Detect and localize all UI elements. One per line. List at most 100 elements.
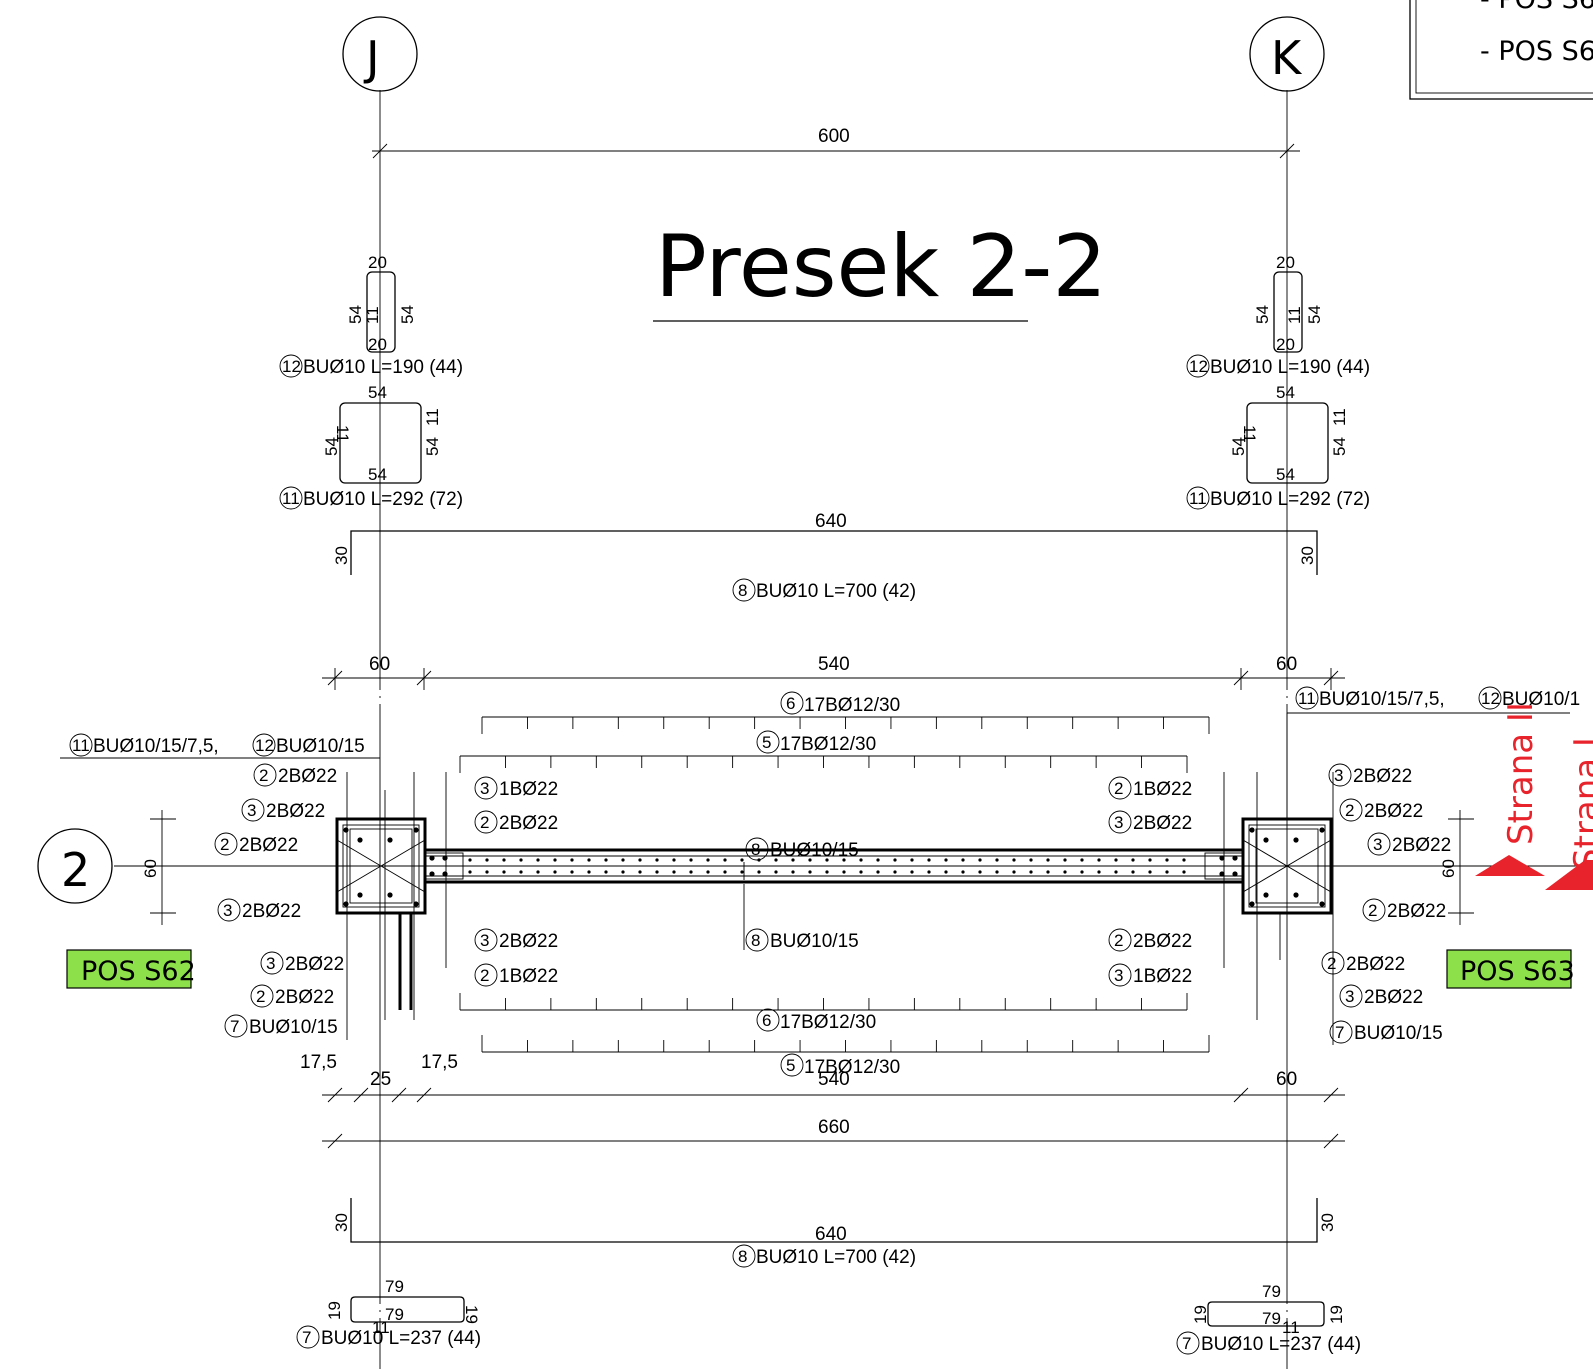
rebar-dot [672,858,676,862]
svg-text:54: 54 [346,305,365,324]
svg-text:5: 5 [786,1056,795,1075]
ladder-top-5: 5 17BØ12/30 [459,730,1188,773]
rebar-dot [343,901,349,907]
rebar-dot [825,858,829,862]
rebar-dot [1249,827,1255,833]
rebar-dot [740,858,744,862]
rebar-dot [1165,870,1169,874]
svg-text:Strana II: Strana II [1501,702,1541,845]
rebar-dot [357,892,363,898]
svg-text:17,5: 17,5 [300,1052,337,1073]
svg-text:3: 3 [1334,766,1343,785]
svg-text:20: 20 [1276,253,1295,272]
rebar-dot [1063,858,1067,862]
svg-text:79: 79 [385,1277,404,1296]
rebar-dot [774,858,778,862]
svg-text:3: 3 [247,801,256,820]
svg-text:BUØ10 L=237 (44): BUØ10 L=237 (44) [321,1328,481,1349]
rebar-dot [429,871,435,877]
rebar-dot [1319,827,1325,833]
svg-text:11: 11 [1330,408,1349,426]
rebar-dot [876,858,880,862]
rebar-dot [442,855,448,861]
rebar-dot [1046,870,1050,874]
rebar-dot [413,827,419,833]
rebar-dot [502,870,506,874]
rebar-dot [387,892,393,898]
svg-text:6: 6 [762,1011,771,1030]
svg-text:2BØ22: 2BØ22 [242,901,301,922]
rebar-dot [485,858,489,862]
rebar-dot [927,870,931,874]
svg-text:2BØ22: 2BØ22 [1364,801,1423,822]
svg-text:2: 2 [259,766,268,785]
pos-badge-right: POS S63 [1446,949,1575,989]
svg-text:79: 79 [1262,1282,1281,1301]
rebar-dot [1131,858,1135,862]
svg-text:60: 60 [1276,1069,1297,1090]
bar-label-12-left: 12 BUØ10 L=190 (44) [279,354,463,378]
svg-text:7: 7 [302,1328,311,1347]
svg-text:3: 3 [266,954,275,973]
rebar-dot [978,870,982,874]
svg-text:BUØ10 L=700 (42): BUØ10 L=700 (42) [756,1247,916,1268]
rebar-dot [706,870,710,874]
dimension-total: 660 [322,1117,1345,1149]
svg-text:17,5: 17,5 [421,1052,458,1073]
rebar-dot [740,870,744,874]
labels-inner-right: 2 1BØ22 3 2BØ22 2 2BØ22 3 1BØ22 [1108,776,1192,987]
rebar-dot [1080,870,1084,874]
rebar-dot [1219,871,1225,877]
svg-text:3: 3 [1345,987,1354,1006]
svg-text:25: 25 [370,1069,391,1090]
ladder-bottom-6: 6 17BØ12/30 [459,993,1188,1033]
rebar-dot [519,858,523,862]
rebar-dot [1114,870,1118,874]
rebar-dot [1232,871,1238,877]
rebar-dot [638,858,642,862]
bar-label-11-left: 11 BUØ10 L=292 (72) [279,486,463,510]
svg-text:11: 11 [1298,689,1316,708]
rebar-dot [791,870,795,874]
svg-text:19: 19 [1191,1305,1210,1324]
rebar-dot [995,870,999,874]
axis-label-j: J [363,31,380,85]
rebar-dot [604,858,608,862]
svg-text:17BØ12/30: 17BØ12/30 [780,734,876,755]
svg-text:11: 11 [72,736,90,755]
rebar-dot [1114,858,1118,862]
rebar-dot [774,870,778,874]
svg-text:BUØ10 L=237 (44): BUØ10 L=237 (44) [1201,1334,1361,1355]
svg-text:Strana I: Strana I [1567,737,1593,870]
svg-text:2BØ22: 2BØ22 [266,801,325,822]
svg-text:3: 3 [1373,835,1382,854]
svg-text:19: 19 [462,1305,481,1324]
bar-shape-12-right: 20 20 54 54 11 [1253,253,1324,354]
ladder-bottom-5: 5 17BØ12/30 [481,1035,1210,1078]
rebar-dot [1293,837,1299,843]
svg-text:3: 3 [480,931,489,950]
rebar-dot [1063,870,1067,874]
svg-text:12: 12 [255,736,274,755]
rebar-dot [808,858,812,862]
beam-section [114,712,1593,1020]
rebar-dot [570,858,574,862]
svg-text:2BØ22: 2BØ22 [285,954,344,975]
svg-text:640: 640 [815,511,847,532]
svg-text:54: 54 [1253,305,1272,324]
svg-text:54: 54 [322,437,341,456]
svg-text:12: 12 [1481,689,1500,708]
svg-text:BUØ10/1: BUØ10/1 [1502,689,1580,710]
bar-shape-8-top: 640 30 30 8 BUØ10 L=700 (42) [332,511,1318,602]
page-title: Presek 2-2 [655,217,1107,317]
svg-text:5: 5 [762,733,771,752]
rebar-dot [553,870,557,874]
bar-shape-7-left: 79 79 19 19 11 7 BUØ10 L=237 (44) [296,1277,481,1349]
bar-shape-12-left: 20 20 54 54 11 [346,253,417,354]
svg-text:2BØ22: 2BØ22 [1392,835,1451,856]
svg-text:BUØ10 L=190 (44): BUØ10 L=190 (44) [303,357,463,378]
svg-text:3: 3 [1114,813,1123,832]
svg-text:2BØ22: 2BØ22 [1353,766,1412,787]
section-marker-strana: Strana II Strana I [1475,702,1593,890]
svg-text:11: 11 [1285,306,1304,324]
